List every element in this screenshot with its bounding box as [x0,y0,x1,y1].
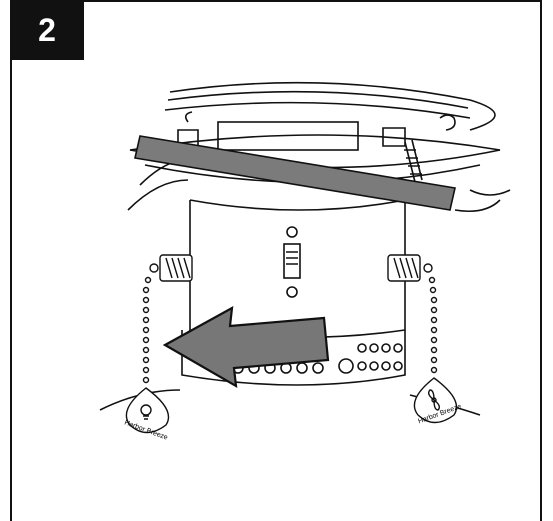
right-pull-chain [387,254,458,424]
step-frame [10,0,542,521]
shipping-bracket-strip [134,135,456,211]
step-number-badge: 2 [10,0,84,60]
light-bulb-icon [140,404,152,420]
fan-icon [427,389,441,411]
slide-direction-arrow [162,306,330,389]
left-pull-chain [125,254,193,434]
